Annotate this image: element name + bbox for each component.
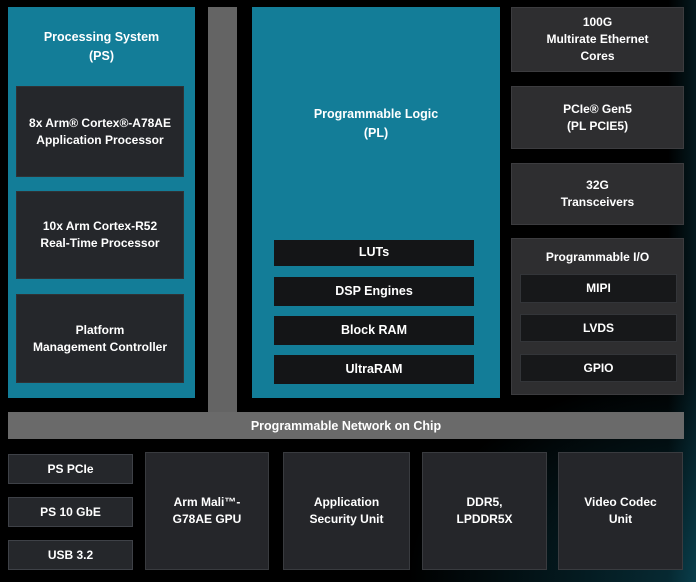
block-ps-pcie: PS PCIe: [8, 454, 133, 484]
block-gpio: GPIO: [520, 354, 677, 382]
noc-bar: Programmable Network on Chip: [8, 412, 684, 439]
block-lvds: LVDS: [520, 314, 677, 342]
block-application-security-unit: Application Security Unit: [283, 452, 410, 570]
programmable-io-region: Programmable I/O MIPI LVDS GPIO: [511, 238, 684, 395]
programmable-io-title: Programmable I/O: [545, 250, 650, 264]
block-32g-transceivers: 32G Transceivers: [511, 163, 684, 225]
block-pcie-gen5: PCIe® Gen5 (PL PCIE5): [511, 86, 684, 149]
block-cortex-a78ae: 8x Arm® Cortex®-A78AE Application Proces…: [16, 86, 184, 177]
ps-title: Processing System (PS): [43, 29, 160, 63]
block-ddr5-lpddr5x: DDR5, LPDDR5X: [422, 452, 547, 570]
block-dsp-engines: DSP Engines: [274, 277, 474, 306]
block-mipi: MIPI: [520, 274, 677, 303]
noc-vertical-connector: [208, 7, 237, 439]
block-mali-gpu: Arm Mali™- G78AE GPU: [145, 452, 269, 570]
block-luts: LUTs: [274, 240, 474, 266]
ps-region: Processing System (PS) 8x Arm® Cortex®-A…: [8, 7, 195, 398]
block-block-ram: Block RAM: [274, 316, 474, 345]
block-cortex-r52: 10x Arm Cortex-R52 Real-Time Processor: [16, 191, 184, 279]
block-ultraram: UltraRAM: [274, 355, 474, 384]
block-ps-10gbe: PS 10 GbE: [8, 497, 133, 527]
block-platform-management-controller: Platform Management Controller: [16, 294, 184, 383]
pl-title: Programmable Logic (PL): [313, 106, 439, 140]
pl-region: Programmable Logic (PL) LUTs DSP Engines…: [252, 7, 500, 398]
block-100g-multirate-ethernet: 100G Multirate Ethernet Cores: [511, 7, 684, 72]
block-video-codec-unit: Video Codec Unit: [558, 452, 683, 570]
block-usb-3-2: USB 3.2: [8, 540, 133, 570]
noc-label: Programmable Network on Chip: [250, 418, 442, 433]
